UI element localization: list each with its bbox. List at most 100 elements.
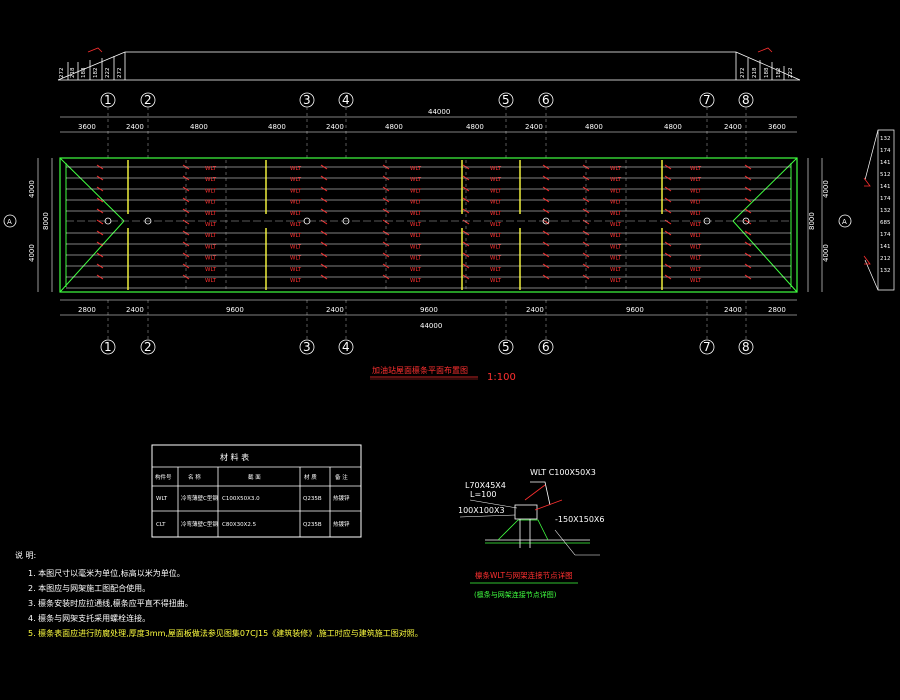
- axis-bubble: 4: [338, 92, 354, 158]
- purlin-label: WLT: [290, 233, 302, 239]
- label-wlt: WLT C100X50X3: [530, 468, 596, 477]
- profile-dim: 188: [81, 67, 87, 78]
- right-dim: 4000: [822, 244, 830, 262]
- svg-text:2: 2: [144, 340, 152, 354]
- roof-profile: [57, 51, 801, 81]
- purlin-label: WLT: [410, 278, 422, 284]
- axis-bubble: 3: [299, 92, 315, 158]
- purlin-label: WLT: [490, 233, 502, 239]
- purlin-label: WLT: [410, 177, 422, 183]
- section-marker-left: A: [3, 214, 17, 228]
- side-dim: 132: [880, 136, 891, 142]
- svg-text:1: 1: [104, 340, 112, 354]
- purlin-label: WLT: [410, 188, 422, 194]
- purlin-label: WLT: [490, 244, 502, 250]
- profile-dim: 218: [752, 67, 758, 78]
- purlin-label: WLT: [610, 211, 622, 217]
- svg-text:1: 1: [104, 93, 112, 107]
- axis-bubble: 7: [699, 92, 715, 158]
- red-marker: [757, 47, 773, 53]
- note-item: 3. 檩条安装时应拉通线,檩条应平直不得扭曲。: [28, 598, 193, 608]
- dim-label: 2400: [126, 306, 144, 314]
- profile-dim: 182: [776, 68, 782, 79]
- svg-text:6: 6: [542, 340, 550, 354]
- purlin-label: WLT: [205, 244, 217, 250]
- svg-text:C80X30X2.5: C80X30X2.5: [222, 522, 257, 528]
- purlin-label: WLT: [610, 256, 622, 262]
- purlin-label: WLT: [610, 244, 622, 250]
- svg-text:Q235B: Q235B: [303, 522, 322, 528]
- purlin-label: WLT: [490, 267, 502, 273]
- axis-bubble: 3: [299, 300, 315, 355]
- dim-label: 4800: [190, 123, 208, 131]
- purlin-label: WLT: [490, 200, 502, 206]
- purlin-label: WLT: [610, 267, 622, 273]
- svg-text:C100X50X3.0: C100X50X3.0: [222, 496, 260, 502]
- svg-text:2: 2: [144, 93, 152, 107]
- profile-dims-left: 272 218 188 182 222 272: [59, 67, 123, 78]
- right-dim: 4000: [822, 180, 830, 198]
- axis-bubble: 6: [538, 92, 554, 158]
- svg-text:冷弯薄壁C型钢: 冷弯薄壁C型钢: [181, 494, 218, 502]
- profile-dims-right: 272 218 188 182 222: [740, 67, 794, 78]
- column-node: [104, 217, 112, 225]
- column-node: [303, 217, 311, 225]
- purlin-label: WLT: [690, 211, 702, 217]
- label-plate: -150X150X6: [555, 515, 604, 524]
- purlin-label: WLT: [610, 200, 622, 206]
- purlin-label: WLT: [690, 244, 702, 250]
- purlin-label: WLT: [610, 166, 622, 172]
- svg-text:3: 3: [303, 93, 311, 107]
- side-dim: 174: [880, 196, 891, 202]
- purlin-label: WLT: [205, 278, 217, 284]
- purlin-label: WLT: [690, 200, 702, 206]
- svg-text:热镀锌: 热镀锌: [333, 520, 350, 528]
- svg-text:5: 5: [502, 340, 510, 354]
- side-dim: 132: [880, 268, 891, 274]
- profile-dim: 272: [59, 68, 65, 79]
- purlin-label: WLT: [410, 244, 422, 250]
- axis-bubble: 6: [538, 300, 554, 355]
- axis-bubble: 1: [100, 300, 116, 355]
- purlin-label: WLT: [205, 188, 217, 194]
- dim-label: 9600: [626, 306, 644, 314]
- purlin-label: WLT: [490, 256, 502, 262]
- side-dim: 141: [880, 160, 891, 166]
- left-dim: 8000: [42, 212, 50, 230]
- left-dim: 4000: [28, 180, 36, 198]
- red-marker: [863, 255, 871, 265]
- purlin-label: WLT: [410, 166, 422, 172]
- profile-dim: 272: [117, 68, 123, 79]
- dim-label: 2400: [326, 306, 344, 314]
- right-dim: 8000: [808, 212, 816, 230]
- purlin-label: WLT: [490, 211, 502, 217]
- purlin-label: WLT: [205, 222, 217, 228]
- purlin-label: WLT: [690, 166, 702, 172]
- purlin-label: WLT: [610, 278, 622, 284]
- axis-bubble: 5: [498, 92, 514, 158]
- dim-label: 2400: [724, 306, 742, 314]
- side-dim: 174: [880, 232, 891, 238]
- profile-dim: 188: [764, 67, 770, 78]
- column-node: [342, 217, 350, 225]
- column-node: [542, 217, 550, 225]
- svg-text:冷弯薄壁C型钢: 冷弯薄壁C型钢: [181, 520, 218, 528]
- purlin-label: WLT: [290, 244, 302, 250]
- purlin-label: WLT: [205, 166, 217, 172]
- svg-text:8: 8: [742, 340, 750, 354]
- svg-text:A: A: [7, 218, 12, 226]
- dim-label: 9600: [226, 306, 244, 314]
- purlin-label: WLT: [290, 177, 302, 183]
- dim-label: 2800: [78, 306, 96, 314]
- purlin-label: WLT: [490, 188, 502, 194]
- profile-dim: 272: [740, 68, 746, 79]
- side-dim: 685: [880, 220, 891, 226]
- table-header: 备 注: [335, 473, 348, 481]
- dim-label: 9600: [420, 306, 438, 314]
- profile-dim: 182: [93, 68, 99, 79]
- axis-bubble: 2: [140, 300, 156, 355]
- svg-text:WLT: WLT: [156, 496, 168, 502]
